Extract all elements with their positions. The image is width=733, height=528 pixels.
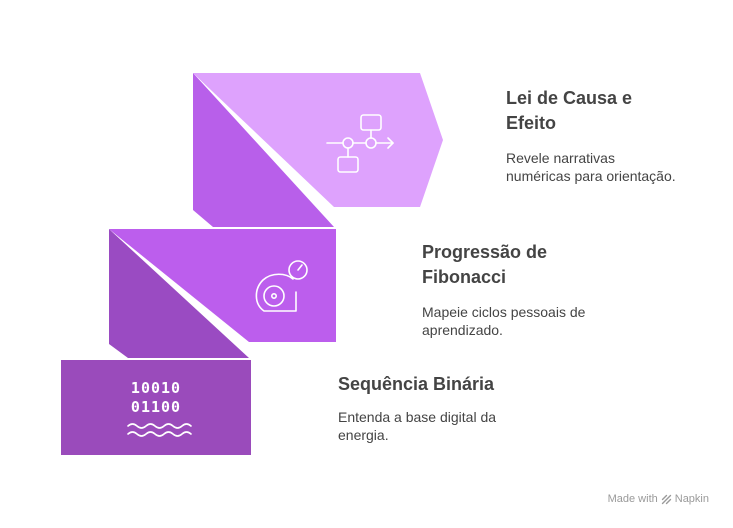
wave-line-1 [127,423,192,429]
step-1-text: Lei de Causa e Efeito Revele narrativas … [506,86,676,185]
napkin-watermark: Made with Napkin [608,493,709,505]
step-3-title: Sequência Binária [338,374,495,394]
step-3-front [61,360,251,455]
step-1-front [193,73,443,207]
binary-line-1: 10010 [131,379,181,397]
binary-waves-icon: 10010 01100 [127,379,192,437]
step-3-text: Sequência Binária Entenda a base digital… [338,372,538,444]
napkin-logo-icon [661,494,671,504]
wave-line-2 [127,431,192,437]
binary-line-2: 01100 [131,398,181,416]
watermark-brand: Napkin [674,493,709,505]
step-1-title: Lei de Causa e Efeito [506,88,633,133]
step-2-text: Progressão de Fibonacci Mapeie ciclos pe… [422,240,622,339]
step-2-side [109,229,249,358]
step-2-description: Mapeie ciclos pessoais de aprendizado. [422,304,586,338]
spiral-gauge-icon [255,260,308,312]
step-2-front [109,229,336,342]
flowchart-icon [326,114,394,173]
step-2-title: Progressão de Fibonacci [422,242,548,287]
watermark-made-with: Made with [607,493,658,505]
step-1-side [193,73,334,227]
step-3-description: Entenda a base digital da energia. [338,409,497,443]
step-1-description: Revele narrativas numéricas para orienta… [506,150,676,184]
